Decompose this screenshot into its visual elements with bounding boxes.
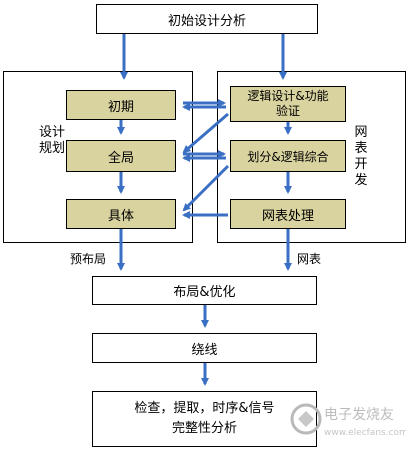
netlist-processing-box: 网表处理 <box>230 199 346 229</box>
netlist-label: 网表 <box>297 252 322 266</box>
signoff-analysis-box: 检查，提取，时序&信号完整性分析 <box>92 391 317 447</box>
signoff-analysis-label: 检查，提取，时序&信号完整性分析 <box>134 401 275 436</box>
partition-label: 划分&逻辑综合 <box>247 149 329 164</box>
partition-box: 划分&逻辑综合 <box>230 140 346 172</box>
design-planning-label: 设计规划 <box>38 125 65 156</box>
arrow-partition-to-detailed-diagonal <box>182 164 230 212</box>
place-optimize-label: 布局&优化 <box>173 285 236 300</box>
global-box: 全局 <box>66 140 176 172</box>
initial-analysis-label: 初始设计分析 <box>167 13 246 29</box>
routing-label: 绕线 <box>191 342 218 358</box>
arrow-logic-to-global-diagonal <box>182 112 229 154</box>
netlist-development-label: 网表开发 <box>354 125 368 188</box>
early-label: 初期 <box>107 99 134 115</box>
netlist-processing-label: 网表处理 <box>261 208 314 224</box>
elecfans-watermark-logo: 电子发烧友 www.elecfans.com <box>290 403 406 438</box>
initial-analysis-box: 初始设计分析 <box>96 4 318 34</box>
svg-text:www.elecfans.com: www.elecfans.com <box>324 428 406 438</box>
logic-design-label: 逻辑设计&功能验证 <box>247 89 329 118</box>
routing-box: 绕线 <box>92 333 317 363</box>
svg-text:电子发烧友: 电子发烧友 <box>324 407 394 423</box>
global-label: 全局 <box>107 150 134 166</box>
detailed-label: 具体 <box>107 208 134 224</box>
logic-design-box: 逻辑设计&功能验证 <box>230 86 346 122</box>
detailed-box: 具体 <box>66 199 176 229</box>
prelayout-label: 预布局 <box>70 252 107 266</box>
early-box: 初期 <box>66 90 176 120</box>
place-optimize-box: 布局&优化 <box>92 276 317 305</box>
